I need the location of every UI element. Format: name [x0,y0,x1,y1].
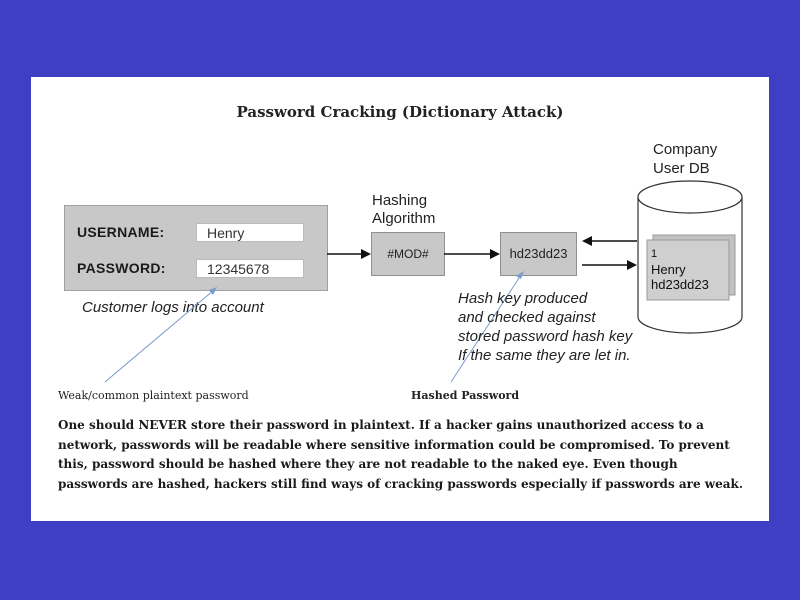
diagram-graphics [104,180,743,383]
login-caption: Customer logs into account [82,299,264,316]
diagram-title: Password Cracking (Dictionary Attack) [236,103,564,121]
hashing-label-line2: Algorithm [372,210,436,227]
db-record: 1 Henry hd23dd23 [651,247,709,292]
db-record-card-front [646,239,730,301]
hash-note-line4: If the same they are let in. [458,347,631,364]
password-field: 12345678 [196,259,304,278]
pointer-line-hashed-password [450,274,522,383]
db-record-name: Henry [651,262,686,277]
hash-note: Hash key produced and checked against st… [458,289,632,365]
hash-note-line3: stored password hash key [458,328,633,345]
hashing-algorithm-box: #MOD# [371,232,445,276]
db-record-hash: hd23dd23 [651,277,709,292]
username-label: USERNAME: [77,224,165,240]
slide: Password Cracking (Dictionary Attack) US… [31,77,769,521]
arrow-hashing-to-hash [444,249,500,259]
login-form-box: USERNAME: Henry PASSWORD: 12345678 [64,205,328,291]
pointer-line-weak-password [104,289,215,383]
pointer-arrowhead-weak-password [209,287,217,295]
password-label: PASSWORD: [77,260,166,276]
db-label-line2: User DB [653,160,710,177]
arrow-login-to-hashing [327,249,371,259]
hashing-label-line1: Hashing [372,192,428,209]
db-record-id: 1 [651,248,658,260]
hash-note-line1: Hash key produced [458,290,588,307]
hashed-password-annotation: Hashed Password [411,389,520,402]
weak-password-annotation: Weak/common plaintext password [58,389,249,402]
pointer-arrowhead-hashed-password [516,271,524,279]
explanation-paragraph: One should NEVER store their password in… [58,418,744,491]
username-field: Henry [196,223,304,242]
arrow-db-to-hash [582,236,637,246]
db-label-line1: Company [653,141,718,158]
hash-output-box: hd23dd23 [500,232,577,276]
hash-note-line2: and checked against [458,309,596,326]
arrow-hash-to-db [582,260,637,270]
